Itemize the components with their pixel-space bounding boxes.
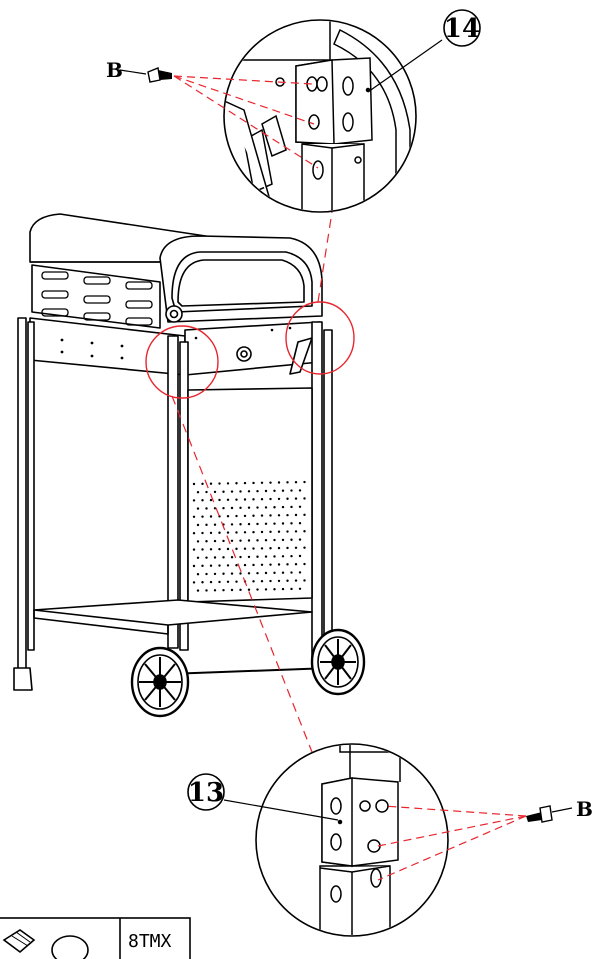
wheel-right: [310, 628, 366, 696]
side-handle: [289, 337, 313, 375]
control-knob-hole: [236, 346, 252, 362]
grill-illustration: [13, 213, 366, 718]
leader-lines: [171, 211, 333, 753]
callout-leader-13: [223, 799, 339, 821]
detail-view-top: 14 B: [106, 9, 481, 213]
bottom-shelf: [33, 599, 313, 626]
part-number-13: 13: [188, 778, 224, 808]
leg-tube-top: [301, 143, 365, 211]
leg-foot: [13, 667, 33, 691]
screw-leaders-top: [173, 75, 319, 169]
screw-label-b-top: B: [106, 58, 123, 82]
lid-knob: [165, 305, 183, 323]
screw-b-top: [147, 67, 172, 83]
panel-perforations: [192, 480, 306, 592]
hardware-box: 8TMX: [0, 917, 191, 959]
callout-circle-13: [187, 773, 225, 811]
detail-view-bottom: 13 B: [187, 743, 593, 937]
detail-markers: [145, 301, 355, 399]
callout-circle-14: [443, 9, 481, 47]
part-number-14: 14: [444, 14, 480, 44]
callout-leader-14: [367, 39, 443, 93]
screw-label-b-bottom: B: [576, 797, 593, 821]
screw-head-icon: [2, 929, 89, 959]
hardware-quantity: 8TMX: [128, 931, 172, 952]
axle: [167, 667, 331, 675]
wheel-left: [130, 646, 190, 718]
marker-left-corner: [145, 325, 219, 399]
marker-right-corner: [285, 301, 355, 375]
vent-slots: [41, 271, 153, 326]
back-panel: [187, 387, 313, 603]
screw-b-bottom: [526, 805, 553, 823]
screw-leaders-bottom: [377, 805, 527, 881]
firebox: [29, 317, 186, 376]
